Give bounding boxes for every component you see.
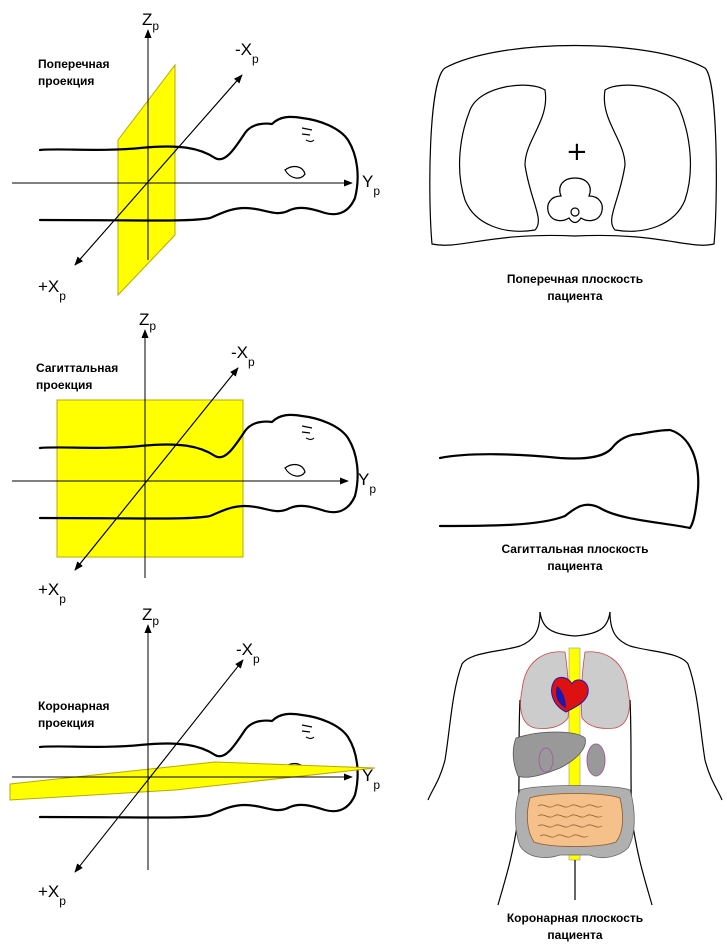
axis-y-label: Yp <box>358 470 376 496</box>
sagittal-silhouette <box>440 430 698 528</box>
axis-z-label: Zp <box>142 605 159 628</box>
caption-line1: Сагиттальная плоскость <box>501 542 648 556</box>
transverse-plane <box>118 65 175 295</box>
panel-sagittal: Zp -Xp Yp +Xp Сагиттальная проекция Саги… <box>12 310 698 606</box>
axis-plus-x-label: +Xp <box>38 882 66 908</box>
caption-line1: Поперечная плоскость <box>507 272 643 286</box>
projection-label-line1: Поперечная <box>38 57 109 71</box>
center-marker: + <box>566 137 588 167</box>
panel-coronal: Zp -Xp Yp +Xp Коронарная проекция <box>10 605 722 942</box>
axis-z-label: Zp <box>139 310 156 333</box>
axis-plus-x-label: +Xp <box>38 277 66 303</box>
axis-plus-x-label: +Xp <box>38 580 66 606</box>
caption-line1: Коронарная плоскость <box>507 911 643 925</box>
caption-line2: пациента <box>547 559 602 573</box>
projection-label-line2: проекция <box>38 74 94 88</box>
axis-minus-x-label: -Xp <box>236 640 260 666</box>
transverse-cross-section: + <box>430 46 717 246</box>
caption-line2: пациента <box>547 289 602 303</box>
projection-label-line1: Сагиттальная <box>36 361 118 375</box>
projection-label-line2: проекция <box>38 716 94 730</box>
coronal-torso <box>428 612 722 905</box>
right-kidney <box>539 748 553 772</box>
axis-y-label: Yp <box>362 172 380 198</box>
coronal-plane <box>10 762 375 800</box>
axis-z-label: Zp <box>142 10 159 33</box>
axis-minus-x-label: -Xp <box>235 40 259 66</box>
patient-outline <box>40 117 358 221</box>
panel-transverse: Zp -Xp Yp +Xp Поперечная проекция + Попе… <box>12 10 716 303</box>
projection-label-line1: Коронарная <box>38 699 110 713</box>
sagittal-plane <box>57 400 243 557</box>
small-intestine <box>527 794 622 847</box>
projection-label-line2: проекция <box>36 378 92 392</box>
axis-y-label: Yp <box>362 766 380 792</box>
axis-minus-x-label: -Xp <box>231 343 255 369</box>
caption-line2: пациента <box>547 928 602 942</box>
left-kidney <box>587 744 605 776</box>
